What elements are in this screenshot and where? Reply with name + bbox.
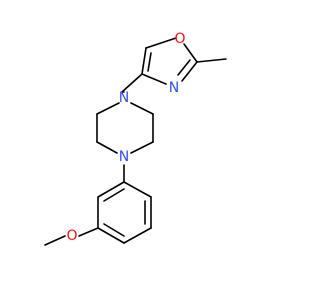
bond-ph-3 <box>123 227 152 244</box>
bond-pip-3 <box>96 141 118 154</box>
bond-ph-4-inner <box>103 223 125 237</box>
molecule-structure: O N N N O <box>44 31 227 246</box>
bond-n3-c2 <box>181 61 198 82</box>
piperazine-nitrogen-top-label: N <box>119 90 129 106</box>
piperazine-nitrogen-bottom-label: N <box>119 149 129 165</box>
oxazole-oxygen-label: O <box>174 31 185 47</box>
bond-c2-methyl <box>196 58 227 63</box>
atom-oxazole-oxygen: O <box>174 31 185 47</box>
bond-c5-c4-inner <box>147 52 152 72</box>
bond-pip-1 <box>96 102 120 115</box>
bond-c4-ch2 <box>121 73 143 93</box>
bond-c5-c4 <box>141 47 147 75</box>
bond-pip-4 <box>130 141 154 154</box>
oxazole-nitrogen-label: N <box>169 80 179 96</box>
bond-ph-4 <box>97 227 125 244</box>
bond-layer <box>44 37 227 246</box>
bond-ph-1 <box>123 181 152 198</box>
bond-o-c5 <box>145 37 177 49</box>
atom-oxazole-nitrogen: N <box>169 80 179 96</box>
bond-n3-c2-inner <box>177 59 191 76</box>
bond-pip-6 <box>130 102 154 115</box>
methoxy-oxygen-label: O <box>66 228 77 244</box>
atom-methoxy-oxygen: O <box>66 228 77 244</box>
bond-c2-o1 <box>183 43 198 63</box>
bond-o-ch3 <box>44 235 66 246</box>
bond-ph-6 <box>97 181 125 198</box>
atom-label-layer: O N N N O <box>66 31 185 244</box>
bond-ph-6-inner <box>103 188 125 202</box>
atom-piperazine-nitrogen-bottom: N <box>119 149 129 165</box>
atom-piperazine-nitrogen-top: N <box>119 90 129 106</box>
bond-c4-n3 <box>141 73 167 85</box>
bond-ph-omethyl <box>78 227 99 237</box>
